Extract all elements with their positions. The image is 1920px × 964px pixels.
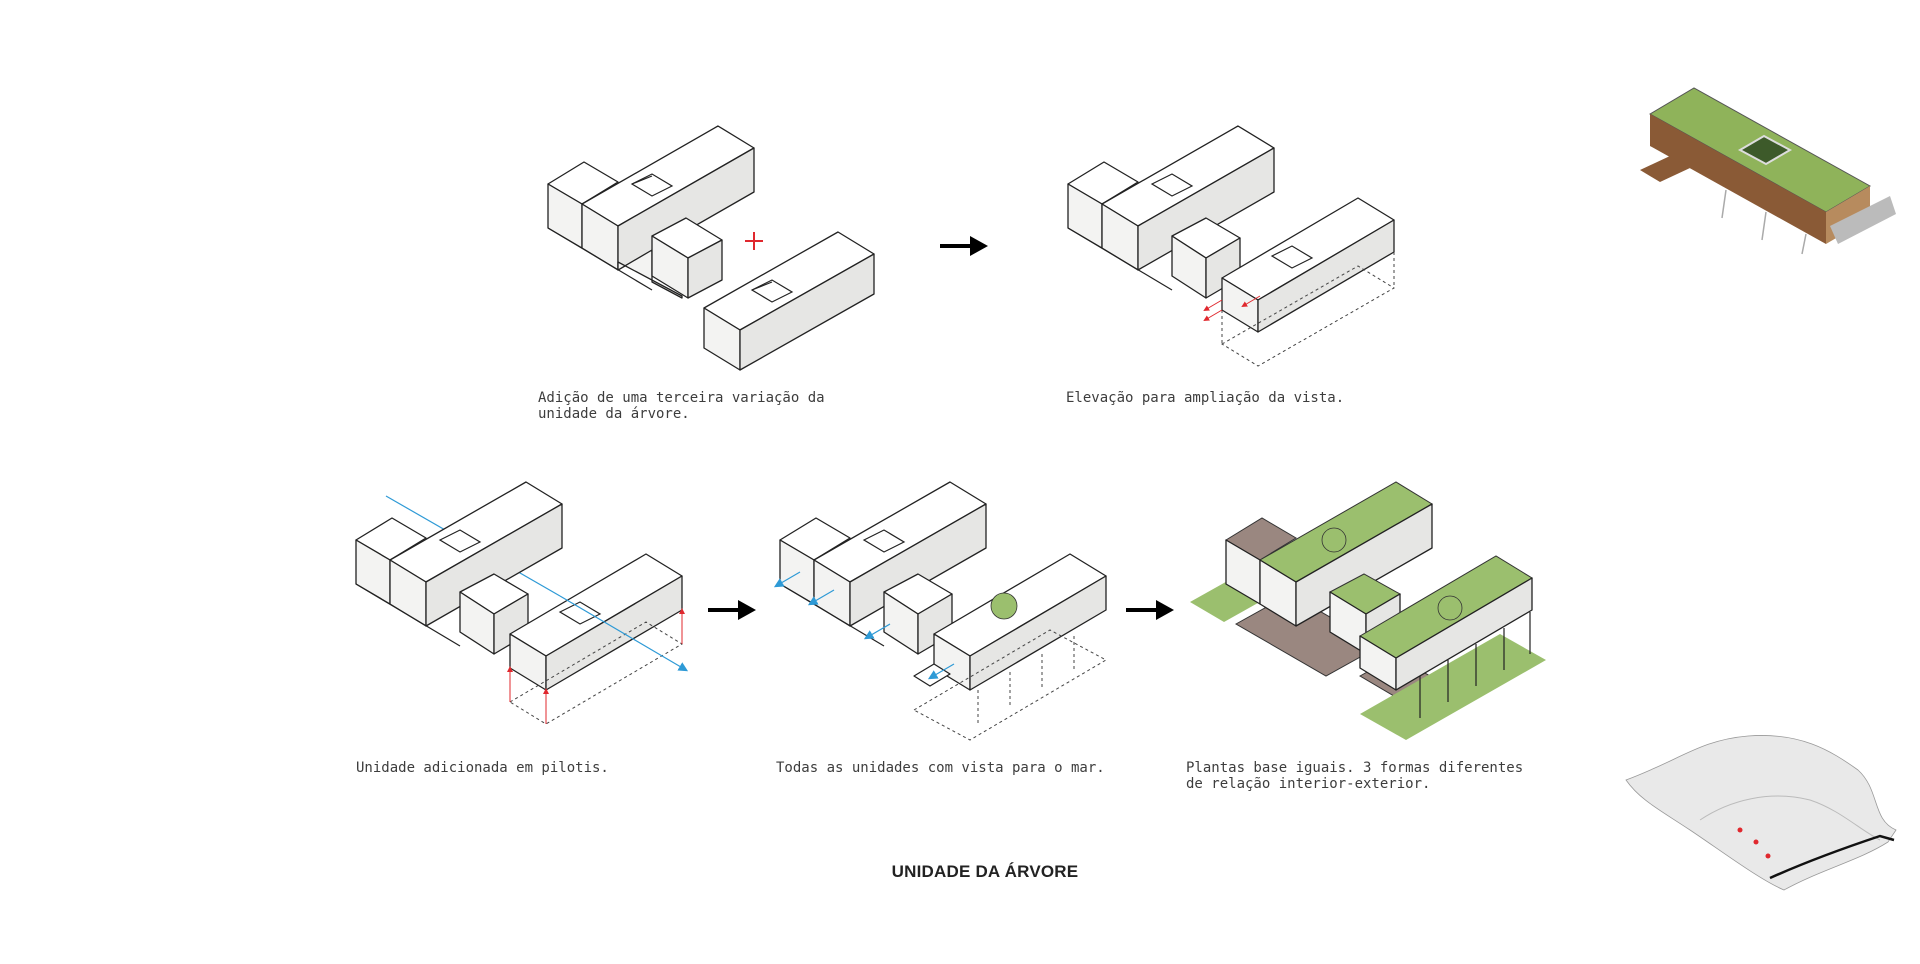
- new-tree-unit-block: [703, 231, 875, 371]
- step2-caption: Elevação para ampliação da vista.: [1066, 390, 1344, 406]
- step2-diagram: [1067, 125, 1395, 367]
- step4-caption: Todas as unidades com vista para o mar.: [776, 760, 1105, 776]
- step1-caption: Adição de uma terceira variação da unida…: [538, 390, 825, 422]
- step3-caption-line1: Unidade adicionada em pilotis.: [356, 760, 609, 776]
- step5-caption-line1: Plantas base iguais. 3 formas diferentes: [1186, 760, 1524, 776]
- step5-caption: Plantas base iguais. 3 formas diferentes…: [1186, 760, 1523, 792]
- step1-caption-line2: unidade da árvore.: [538, 406, 690, 422]
- step4-diagram: [773, 481, 1108, 741]
- arrow-right-icon: [940, 236, 988, 256]
- plus-icon: [745, 232, 763, 250]
- tree-unit-l-block: [547, 125, 755, 299]
- diagram-title: UNIDADE DA ÁRVORE: [891, 862, 1079, 881]
- building-render-image: [1640, 87, 1896, 255]
- step3-caption: Unidade adicionada em pilotis.: [356, 760, 609, 776]
- step3-diagram: [355, 481, 689, 725]
- step5-caption-line2: de relação interior-exterior.: [1186, 776, 1431, 792]
- step2-caption-line1: Elevação para ampliação da vista.: [1066, 390, 1345, 406]
- terrain-model-image: [1625, 735, 1897, 891]
- step1-diagram: [547, 125, 875, 371]
- step1-caption-line1: Adição de uma terceira variação da: [538, 390, 825, 406]
- step5-diagram: [1190, 481, 1546, 740]
- step4-caption-line1: Todas as unidades com vista para o mar.: [776, 760, 1105, 776]
- arrow-right-icon: [1126, 600, 1174, 620]
- arrow-right-icon: [708, 600, 756, 620]
